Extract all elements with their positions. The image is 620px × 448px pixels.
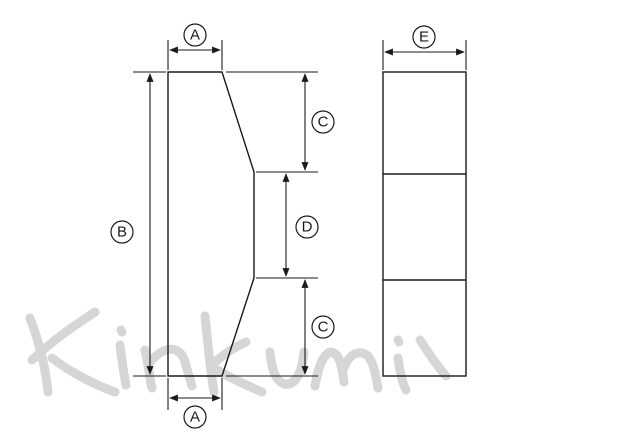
svg-text:A: A (190, 409, 200, 426)
svg-text:C: C (318, 319, 329, 336)
tapered-block-outline (167, 71, 255, 377)
label-a-bottom: A (183, 405, 207, 429)
svg-text:E: E (419, 29, 429, 46)
svg-text:A: A (190, 27, 200, 44)
label-b: B (110, 220, 134, 244)
svg-text:D: D (302, 219, 313, 236)
label-c-top: C (311, 110, 335, 134)
label-d: D (295, 215, 319, 239)
label-a-top: A (183, 23, 207, 47)
svg-text:B: B (117, 224, 127, 241)
svg-text:C: C (318, 114, 329, 131)
side-view-outline (382, 71, 467, 377)
label-e: E (412, 25, 436, 49)
label-c-bottom: C (311, 315, 335, 339)
